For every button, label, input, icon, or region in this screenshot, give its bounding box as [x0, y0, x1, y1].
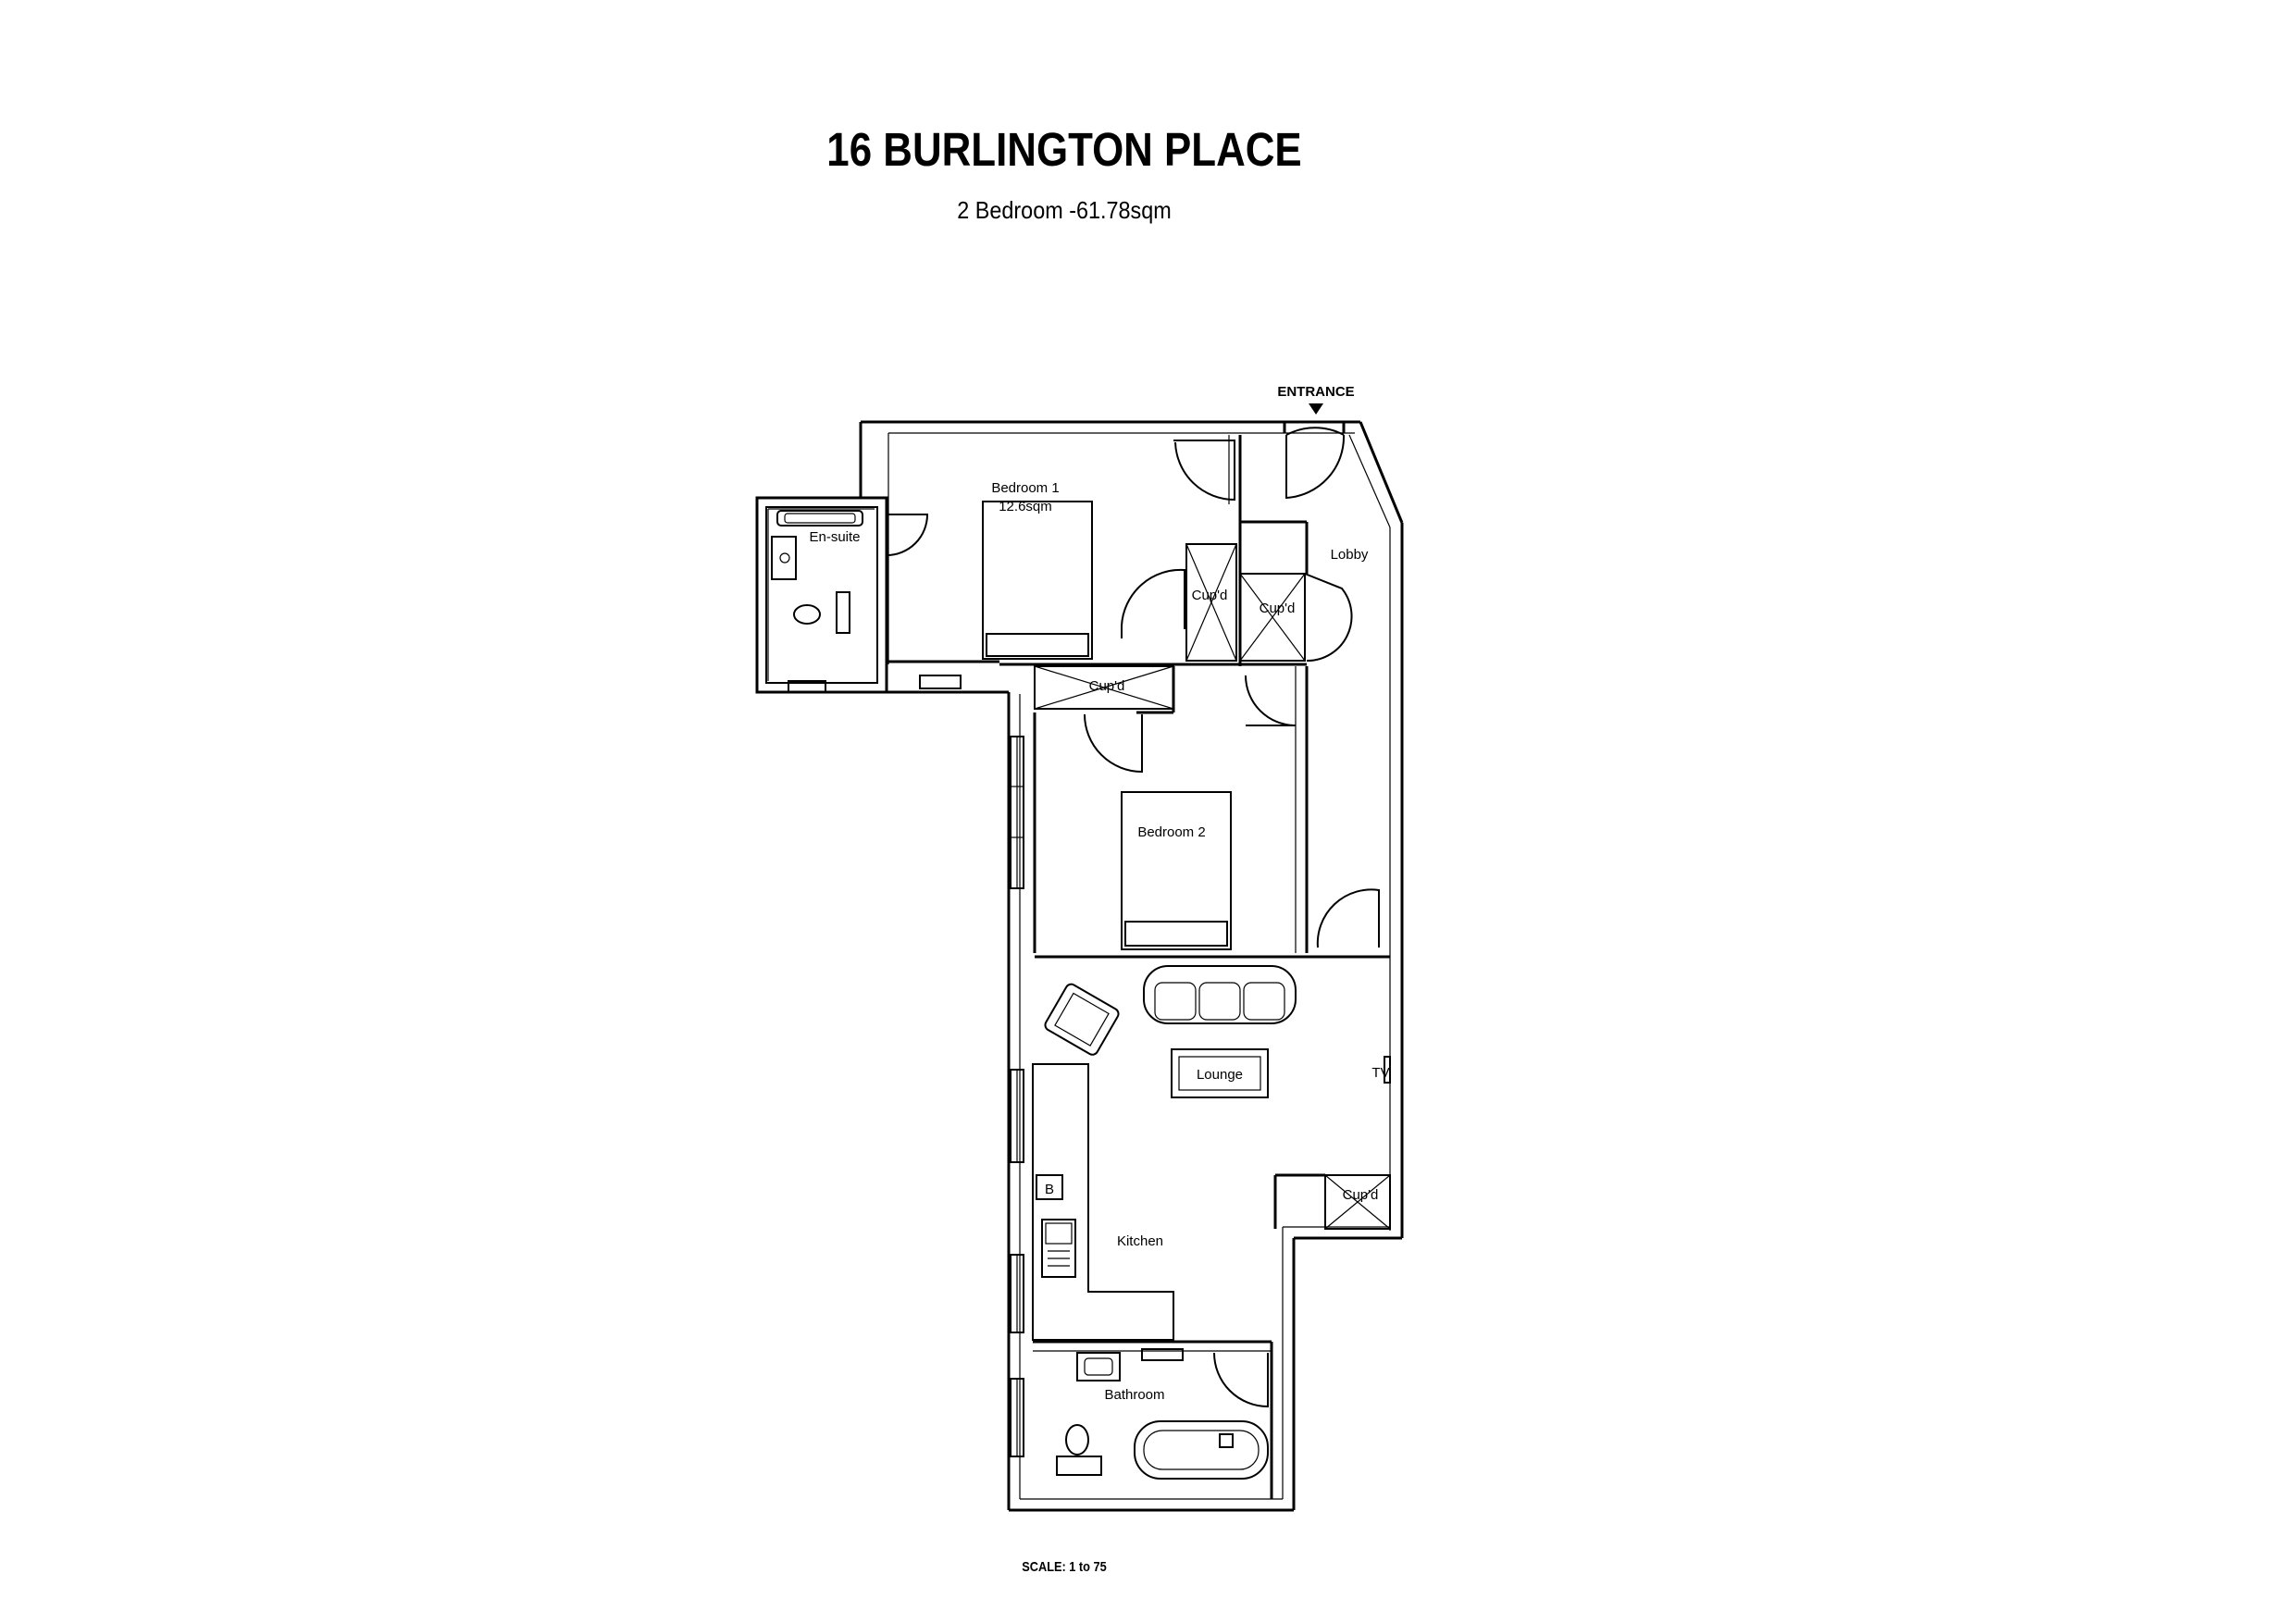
- bedroom2-label: Bedroom 2: [1137, 824, 1205, 840]
- ensuite-label: En-suite: [809, 529, 860, 545]
- entrance-label: ENTRANCE: [1277, 384, 1354, 400]
- cupboard-label-4: Cup'd: [1343, 1187, 1379, 1203]
- bathroom-label: Bathroom: [1104, 1387, 1164, 1403]
- bathroom: [1010, 1340, 1273, 1499]
- tv-label: TV: [1371, 1065, 1389, 1081]
- lobby: [1240, 427, 1346, 574]
- cupboard-label-1: Cup'd: [1192, 588, 1228, 603]
- kitchen-label: Kitchen: [1117, 1233, 1163, 1249]
- scale-note: SCALE: 1 to 75: [1022, 1559, 1107, 1575]
- lobby-label: Lobby: [1331, 547, 1369, 563]
- bedroom-2: [1010, 666, 1380, 953]
- cupboard-label-3: Cup'd: [1089, 678, 1125, 694]
- plan-subtitle: 2 Bedroom -61.78sqm: [957, 196, 1172, 224]
- bedroom1-label: Bedroom 1: [991, 480, 1059, 496]
- cupboards-lobby: [1185, 543, 1353, 663]
- cupboard-label-2: Cup'd: [1260, 601, 1296, 616]
- lounge-label: Lounge: [1197, 1067, 1243, 1083]
- entrance-arrow-icon: [1309, 403, 1323, 415]
- lounge-kitchen: [1010, 955, 1391, 1341]
- boiler-label: B: [1045, 1182, 1054, 1197]
- corridor-cupboard: [999, 663, 1307, 714]
- plan-title: 16 BURLINGTON PLACE: [826, 123, 1302, 176]
- bedroom1-area-label: 12.6sqm: [999, 499, 1052, 514]
